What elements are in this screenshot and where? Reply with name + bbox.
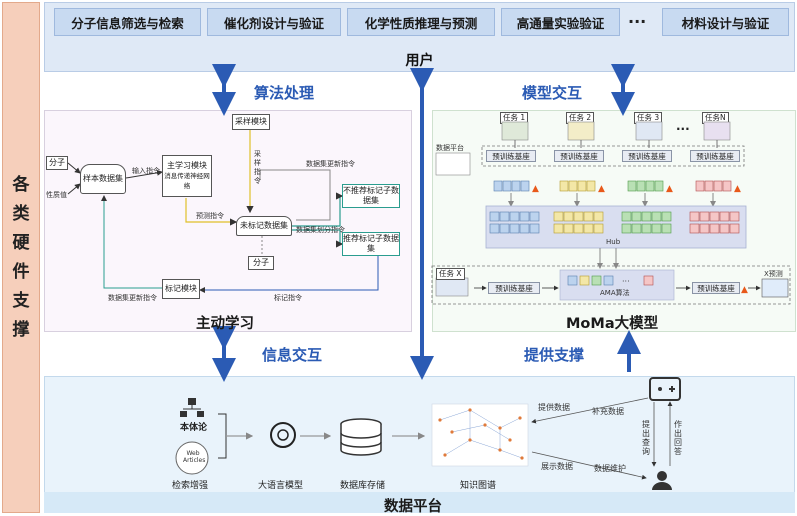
- svg-text:▲: ▲: [741, 285, 748, 295]
- edge-dataset-update-2: 数据集更新指令: [108, 294, 157, 302]
- data-platform-footer: [44, 492, 795, 513]
- answer-label: 作出回答: [674, 420, 682, 456]
- pretrain-2: 预训练基座: [554, 150, 604, 162]
- label-provide-support: 提供支撑: [524, 346, 585, 364]
- hardware-support-bar: 各 类 硬 件 支 撑: [2, 2, 40, 513]
- node-molecule: 分子: [46, 156, 68, 170]
- database-label: 数据库存储: [340, 481, 386, 491]
- sidebar-char: 各: [12, 174, 30, 195]
- task-molecule-screening: 分子信息筛选与检索: [54, 8, 201, 36]
- provide-data-label: 提供数据: [538, 403, 570, 412]
- user-label: 用户: [405, 53, 434, 69]
- task-high-throughput: 高通量实验验证: [501, 8, 620, 36]
- svg-text:▲: ▲: [666, 184, 673, 194]
- node-main-model: 主学习模块 消息传递神经网络: [162, 155, 212, 197]
- query-label: 提出查询: [642, 420, 650, 456]
- edge-input-cmd: 输入指令: [132, 167, 160, 175]
- task-material-design: 材料设计与验证: [662, 8, 789, 36]
- pretrain-out: 预训练基座: [692, 282, 740, 294]
- moma-dataset-platform: 数据平台: [436, 144, 464, 152]
- ama-label: AMA算法: [600, 289, 630, 297]
- node-unlabeled: 未标记数据集: [236, 216, 292, 236]
- sidebar-char: 撑: [12, 319, 30, 340]
- label-algorithm: 算法处理: [254, 84, 315, 102]
- data-maintain-label: 数据维护: [594, 464, 626, 473]
- task-catalyst-design: 催化剂设计与验证: [207, 8, 341, 36]
- node-molecule-2: 分子: [248, 256, 274, 270]
- pretrain-x: 预训练基座: [488, 282, 540, 294]
- display-data-label: 展示数据: [541, 462, 573, 471]
- node-property: 性质值: [46, 191, 67, 199]
- label-info-interaction: 信息交互: [262, 346, 323, 364]
- node-not-recommended: 不推荐标记子数据集: [342, 184, 400, 208]
- svg-text:▲: ▲: [532, 184, 539, 194]
- retrieval-label: 检索增强: [172, 481, 209, 491]
- edge-sample-cmd: 采样指令: [254, 150, 261, 185]
- ontology-label: 本体论: [180, 423, 208, 433]
- node-sampling: 采样模块: [232, 114, 270, 130]
- moma-task-1: 任务 1: [500, 112, 529, 124]
- hub-label: Hub: [606, 238, 621, 246]
- sidebar-char: 硬: [12, 232, 30, 253]
- svg-text:···: ···: [622, 277, 630, 286]
- sidebar-char: 支: [12, 290, 30, 311]
- pretrain-1: 预训练基座: [486, 150, 536, 162]
- node-recommended: 推荐标记子数据集: [342, 232, 400, 256]
- sidebar-char: 件: [12, 261, 30, 282]
- svg-text:▲: ▲: [598, 184, 605, 194]
- node-sample-dataset: 样本数据集: [80, 164, 126, 194]
- edge-dataset-update: 数据集更新指令: [306, 160, 355, 168]
- node-labeling: 标记模块: [162, 279, 200, 299]
- active-learning-title: 主动学习: [196, 316, 254, 332]
- supplement-data-label: 补充数据: [592, 407, 624, 416]
- sidebar-char: 类: [12, 203, 30, 224]
- moma-title: MoMa大模型: [566, 316, 659, 332]
- pretrain-3: 预训练基座: [622, 150, 672, 162]
- edge-label-cmd: 标记指令: [274, 294, 302, 302]
- label-model-interaction: 模型交互: [522, 84, 583, 102]
- moma-task-dots: ···: [676, 122, 690, 136]
- edge-dataset-split: 数据集划分指令: [296, 226, 345, 234]
- task-chemical-property: 化学性质推理与预测: [347, 8, 495, 36]
- main-model-title: 主学习模块: [167, 161, 207, 170]
- svg-text:▲: ▲: [734, 184, 741, 194]
- edge-predict-cmd: 预测指令: [196, 212, 224, 220]
- main-model-sub: 消息传递神经网络: [164, 172, 210, 190]
- x-predict: X预测: [764, 270, 783, 278]
- llm-label: 大语言模型: [258, 481, 304, 491]
- data-platform-title: 数据平台: [384, 499, 442, 515]
- web-articles-label: Web Articles: [183, 450, 206, 464]
- task-ellipsis: ···: [628, 12, 647, 31]
- pretrain-n: 预训练基座: [690, 150, 740, 162]
- active-learning-panel: [44, 110, 412, 332]
- task-x: 任务 X: [436, 268, 465, 280]
- kg-label: 知识图谱: [460, 481, 497, 491]
